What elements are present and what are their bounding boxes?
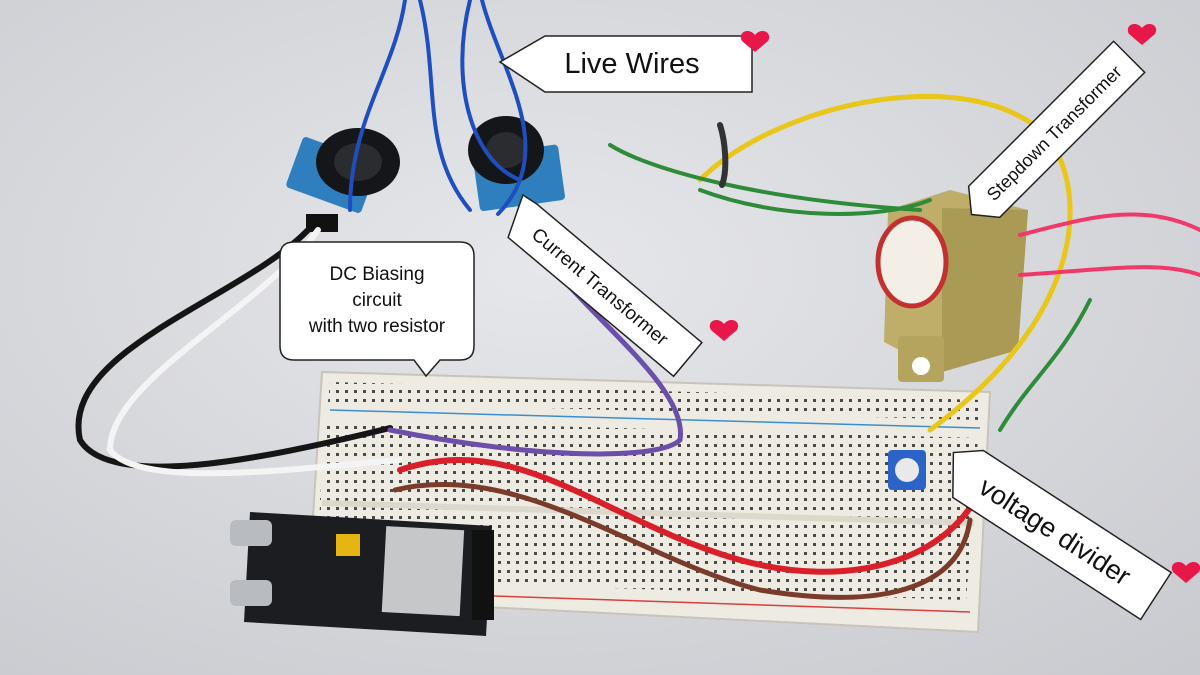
callout-text-line-3: with two resistor	[308, 316, 446, 337]
esp32-board	[230, 512, 494, 636]
potentiometer	[888, 450, 926, 490]
callout-text-line-2: circuit	[352, 290, 402, 311]
callout-text-line-1: DC Biasing	[329, 264, 424, 285]
heart-icon	[1171, 562, 1200, 583]
heart-icon	[1127, 23, 1157, 45]
stepdown-transformer	[875, 190, 1028, 382]
heart-icon	[740, 30, 770, 52]
callout-live-wires: Live Wires	[498, 30, 770, 93]
callout-dc-biasing: DC Biasing circuit with two resistor	[279, 241, 475, 378]
callout-text: Live Wires	[564, 48, 699, 80]
heart-icon	[709, 319, 739, 341]
